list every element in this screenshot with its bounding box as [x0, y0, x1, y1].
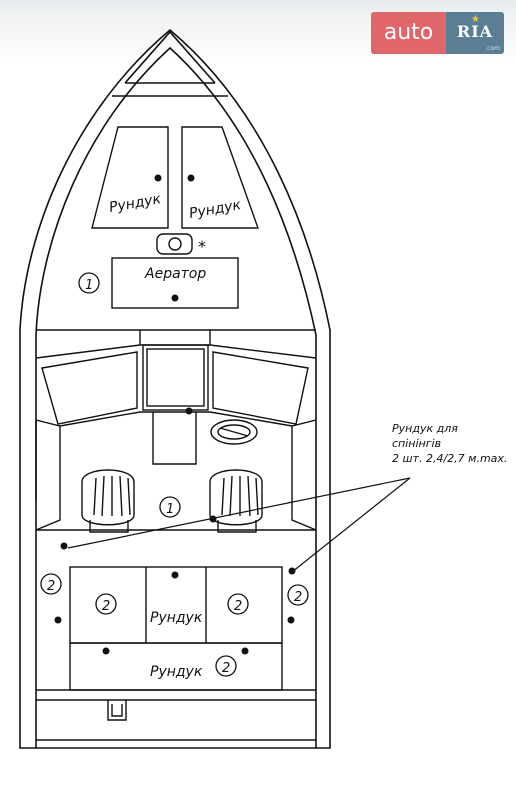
callout-leader-lines — [67, 477, 411, 573]
seat-right — [209, 469, 263, 526]
locker-left-outline — [91, 126, 169, 229]
marker-2-stern-text: 2 — [222, 661, 230, 676]
console-dot — [185, 407, 193, 415]
marker-2-left-text: 2 — [47, 579, 55, 594]
stern-locker-dot-left — [102, 647, 110, 655]
right-side-dot — [287, 616, 295, 624]
locker-right-label: Рундук — [188, 197, 243, 222]
marker-2-mid-right — [227, 593, 249, 615]
seat-left-base — [89, 520, 129, 533]
marker-2-mid-left-text: 2 — [102, 599, 110, 614]
aerator-dot — [171, 294, 179, 302]
asterisk-mark: * — [198, 237, 206, 256]
aft-deck — [36, 529, 316, 741]
logo-star-icon: ★ — [471, 14, 480, 25]
stern-locker-label: Рундук — [150, 664, 203, 680]
bow-lockers — [91, 126, 259, 229]
marker-2-stern — [215, 655, 237, 677]
center-locker-label: Рундук — [150, 610, 203, 626]
cockpit-dot — [209, 515, 217, 523]
marker-2-right-text: 2 — [294, 590, 302, 605]
center-locker-dot — [171, 571, 179, 579]
locker-right-outline — [181, 126, 259, 229]
callout-dot-left — [60, 542, 68, 550]
locker-left-dot — [154, 174, 162, 182]
hull-outline — [19, 28, 331, 749]
seat-left — [81, 469, 135, 526]
marker-1-cockpit-text: 1 — [166, 502, 174, 517]
logo-auto: auto — [371, 12, 446, 54]
locker-right-dot — [187, 174, 195, 182]
marker-1-cockpit — [159, 496, 181, 518]
marker-1-bow — [78, 272, 100, 294]
aerator-outline — [111, 257, 239, 309]
logo-com-text: .com — [485, 45, 500, 52]
callout-line-1: Рундук для — [392, 422, 458, 435]
callout-line-2: спінінгів — [392, 437, 441, 450]
console — [35, 329, 317, 531]
aerator-label: Аератор — [144, 266, 206, 282]
marker-2-left — [40, 573, 62, 595]
logo-ria-text: RIA — [456, 22, 494, 41]
deck-hatch-ring — [168, 237, 182, 251]
logo-ria: ★ RIA .com — [446, 12, 504, 54]
seats — [81, 469, 263, 533]
left-side-dot — [54, 616, 62, 624]
marker-1-bow-text: 1 — [85, 278, 93, 293]
steering-wheel-icon — [210, 419, 258, 445]
marker-2-mid-right-text: 2 — [234, 599, 242, 614]
marker-2-right — [287, 584, 309, 606]
seat-right-base — [217, 520, 257, 533]
callout-line-3: 2 шт. 2,4/2,7 м.max. — [392, 452, 507, 465]
callout-dot-right — [288, 567, 296, 575]
locker-left-label: Рундук — [108, 191, 163, 216]
marker-2-mid-left — [95, 593, 117, 615]
deck-hatch — [156, 233, 193, 255]
stern-locker-dot-right — [241, 647, 249, 655]
